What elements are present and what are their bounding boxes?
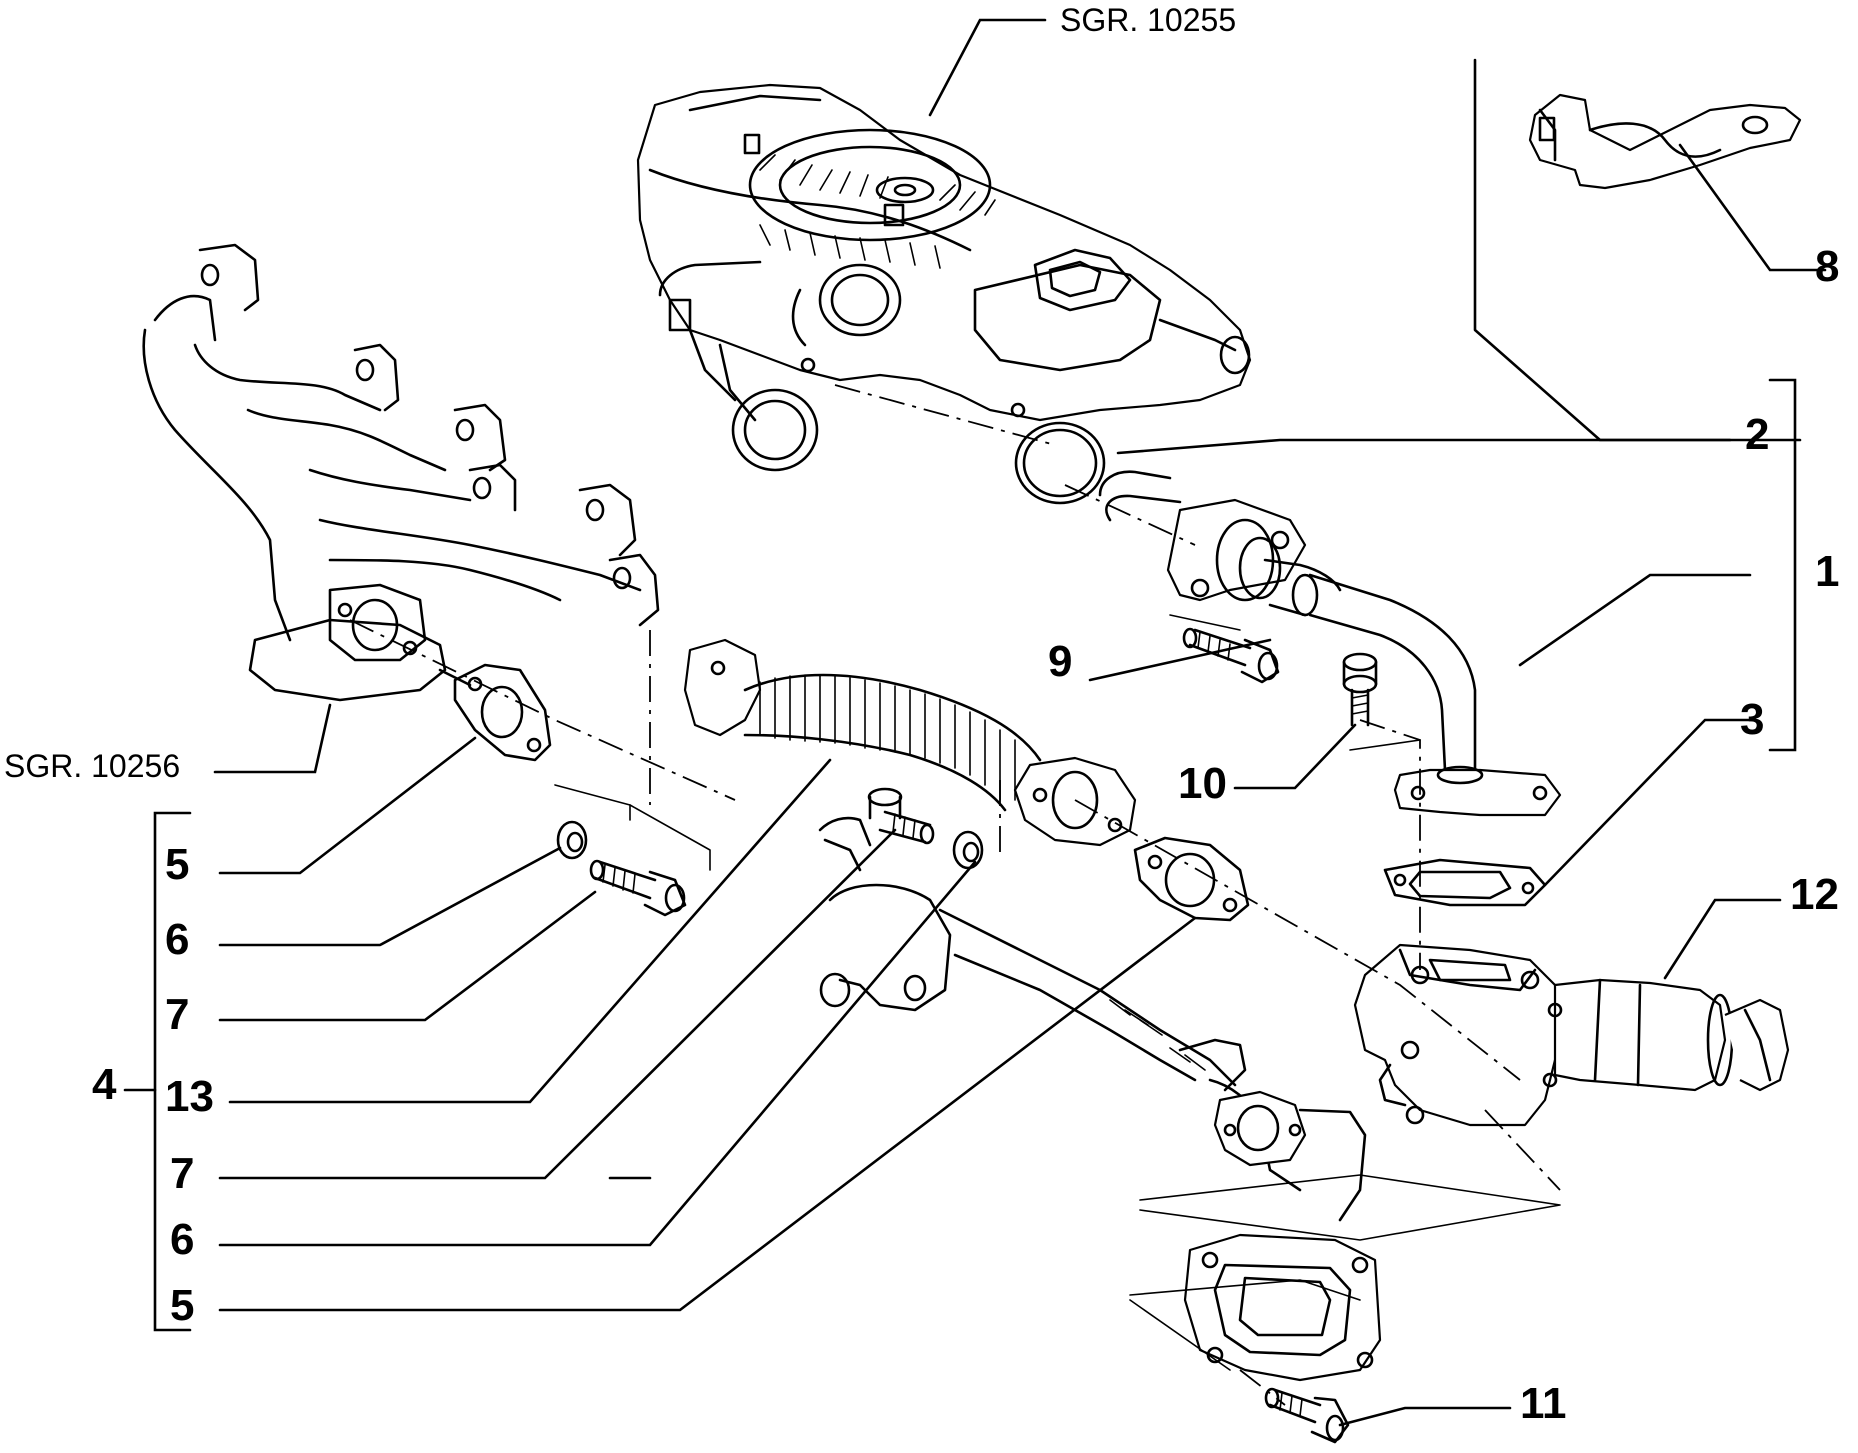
callout-3: 3 xyxy=(1740,695,1765,744)
callout-10: 10 xyxy=(1178,759,1227,808)
center-lines xyxy=(349,384,1561,1406)
leader-lines xyxy=(123,18,1827,1427)
callout-5-lower: 5 xyxy=(170,1281,195,1330)
callout-6-upper: 6 xyxy=(165,915,190,964)
egr-pipe-1-drawing xyxy=(1098,470,1562,817)
gasket-5-lower-drawing xyxy=(1133,836,1250,922)
egr-valve-12-drawing xyxy=(1353,943,1790,1127)
callout-2: 2 xyxy=(1745,410,1770,459)
callout-11: 11 xyxy=(1520,1379,1567,1428)
callout-9: 9 xyxy=(1048,637,1073,686)
gasket-3-drawing xyxy=(1383,858,1547,907)
callout-12: 12 xyxy=(1790,870,1839,919)
construction-lines xyxy=(554,614,1561,1371)
callout-13: 13 xyxy=(165,1072,214,1121)
clip-8-drawing xyxy=(1473,58,1802,442)
gasket-2-drawing xyxy=(1014,421,1106,505)
callout-7-upper: 7 xyxy=(165,990,190,1039)
intake-manifold-drawing xyxy=(636,83,1252,472)
washer-6-upper-drawing xyxy=(556,820,588,860)
screw-9-drawing xyxy=(1182,627,1280,684)
flexible-pipe-13-drawing xyxy=(683,638,1137,847)
callout-8: 8 xyxy=(1815,242,1840,291)
callout-1: 1 xyxy=(1815,547,1840,596)
reference-sgr-10256: SGR. 10256 xyxy=(4,748,181,784)
gasket-5-upper-drawing xyxy=(453,663,552,762)
screw-7-upper-drawing xyxy=(589,859,687,917)
reference-sgr-10255: SGR. 10255 xyxy=(1060,2,1237,38)
callout-5-upper: 5 xyxy=(165,840,190,889)
screw-10-drawing xyxy=(1342,652,1378,727)
exhaust-pipe-bracket-drawing xyxy=(818,816,1382,1382)
screw-11-drawing xyxy=(1264,1387,1350,1444)
callout-7-lower: 7 xyxy=(170,1149,195,1198)
callout-4: 4 xyxy=(92,1060,117,1109)
exhaust-manifold-drawing xyxy=(142,243,660,702)
screw-7-lower-drawing xyxy=(867,787,935,845)
washer-6-lower-drawing xyxy=(952,830,984,870)
callout-6-lower: 6 xyxy=(170,1215,195,1264)
